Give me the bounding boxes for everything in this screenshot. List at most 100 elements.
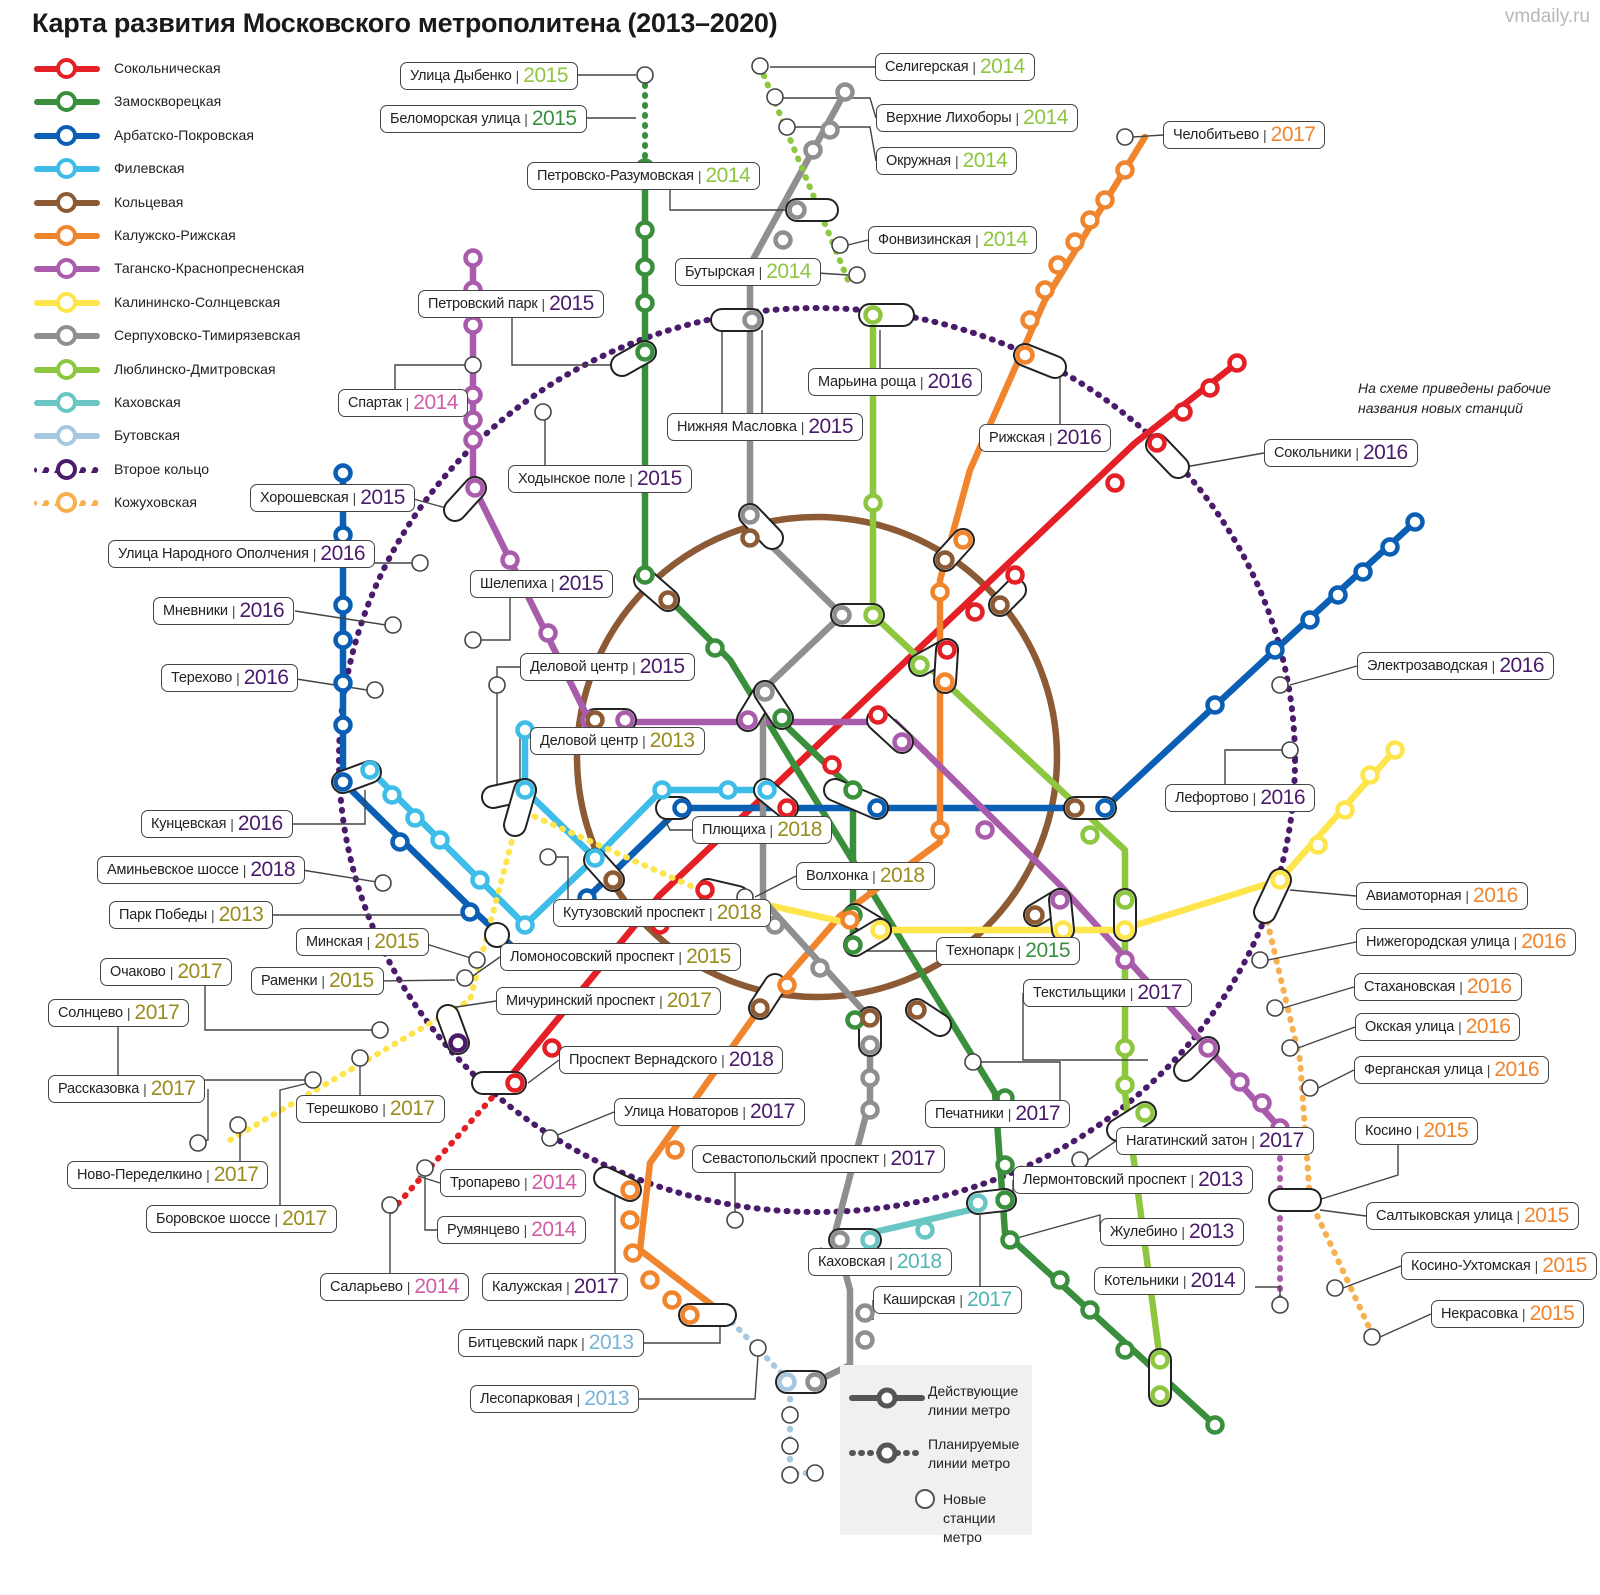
station-label: Ферганская улица|2016 — [1354, 1056, 1550, 1084]
separator: | — [1181, 1224, 1186, 1240]
kaluzhsko-planned-line — [1122, 134, 1148, 173]
legend-station-icon — [56, 492, 77, 514]
station-icon — [845, 1010, 865, 1030]
opening-year: 2014 — [982, 228, 1028, 251]
station-name: Челобитьево — [1173, 127, 1260, 143]
opening-year: 2017 — [282, 1207, 327, 1230]
opening-year: 2017 — [1270, 123, 1316, 146]
station-icon — [390, 832, 410, 852]
station-icon — [820, 120, 840, 140]
separator: | — [406, 1279, 411, 1295]
station-icon — [990, 595, 1010, 615]
station-name: Кутузовский проспект — [563, 905, 705, 921]
station-name: Ломоносовский проспект — [510, 949, 675, 965]
station-name: Калужская — [492, 1279, 563, 1295]
opening-year: 2015 — [637, 467, 682, 490]
station-icon — [1147, 433, 1167, 453]
label-connector — [669, 190, 785, 211]
station-name: Петровско-Разумовская — [537, 168, 694, 184]
station-icon — [623, 1243, 643, 1263]
new-station-icon — [488, 676, 506, 694]
legend-station-icon — [56, 124, 77, 146]
new-station-icon — [371, 1021, 389, 1039]
station-icon — [1050, 890, 1070, 910]
station-name: Верхние Лихоборы — [886, 110, 1012, 126]
opening-year: 2014 — [1190, 1269, 1236, 1292]
station-label: Рижская|2016 — [979, 424, 1112, 452]
station-label: Каховская|2018 — [808, 1248, 952, 1276]
separator: | — [143, 1081, 147, 1097]
station-icon — [860, 1008, 880, 1028]
station-name: Мневники — [163, 603, 228, 619]
label-connector — [783, 97, 877, 119]
separator: | — [1534, 1258, 1539, 1274]
station-name: Сокольники — [1274, 445, 1352, 461]
station-icon — [855, 1303, 875, 1323]
opening-year: 2016 — [1260, 786, 1306, 809]
legend-label: Арбатско-Покровская — [114, 126, 254, 143]
station-icon — [1270, 870, 1290, 890]
opening-year: 2013 — [584, 1387, 630, 1410]
station-icon — [463, 430, 483, 450]
legend-label: Люблинско-Дмитровская — [114, 360, 276, 377]
station-icon — [658, 590, 678, 610]
opening-year: 2016 — [1473, 884, 1518, 907]
station-name: Улица Народного Ополчения — [118, 546, 309, 562]
station-icon — [1005, 565, 1025, 585]
separator: | — [230, 816, 234, 832]
separator: | — [1007, 1106, 1012, 1122]
station-icon — [937, 640, 957, 660]
station-icon — [930, 820, 950, 840]
opening-year: 2013 — [649, 729, 695, 752]
station-icon — [615, 710, 635, 730]
station-icon — [603, 870, 623, 890]
new-station-icon — [381, 1196, 399, 1214]
new-station-icon — [366, 681, 384, 699]
opening-year: 2017 — [750, 1100, 795, 1123]
opening-year: 2017 — [389, 1097, 435, 1120]
legend-new-stations: Новые станции метро — [943, 1491, 996, 1545]
new-station-icon — [1116, 128, 1134, 146]
station-icon — [1200, 378, 1220, 398]
station-icon — [1353, 562, 1373, 582]
station-label: Бутырская|2014 — [675, 258, 821, 286]
station-name: Ново-Переделкино — [77, 1167, 203, 1183]
koltsevaya-line — [573, 513, 1061, 1001]
opening-year: 2018 — [728, 1048, 774, 1071]
station-label: Севастопольский проспект|2017 — [692, 1145, 946, 1173]
station-name: Каширская — [883, 1292, 956, 1308]
station-name: Спартак — [348, 395, 402, 411]
station-icon — [1300, 610, 1320, 630]
station-icon — [772, 708, 792, 728]
station-name: Электрозаводская — [1367, 658, 1488, 674]
station-icon — [935, 672, 955, 692]
station-icon — [868, 705, 888, 725]
station-label: Жулебино|2013 — [1100, 1218, 1244, 1246]
new-station-icon — [964, 1053, 982, 1071]
station-name: Салтыковская улица — [1376, 1208, 1513, 1224]
opening-year: 2017 — [1259, 1129, 1304, 1152]
separator: | — [242, 862, 247, 878]
station-label: Румянцево|2014 — [437, 1216, 586, 1244]
station-icon — [695, 880, 715, 900]
opening-year: 2018 — [896, 1250, 942, 1273]
station-icon — [1065, 232, 1085, 252]
new-station-icon — [374, 874, 392, 892]
legend-station-icon — [56, 258, 77, 280]
new-station-icon — [781, 1406, 799, 1424]
separator: | — [959, 1292, 963, 1308]
separator: | — [274, 1211, 279, 1227]
station-name: Фонвизинская — [878, 232, 972, 248]
separator: | — [758, 264, 763, 280]
station-icon — [907, 1000, 927, 1020]
station-icon — [1095, 190, 1115, 210]
station-icon — [1335, 800, 1355, 820]
station-icon — [1025, 905, 1045, 925]
station-name: Рижская — [989, 430, 1045, 446]
station-name: Терешково — [306, 1101, 379, 1117]
station-icon — [1080, 825, 1100, 845]
label-connector — [496, 666, 520, 790]
station-label: Солнцево|2017 — [48, 999, 190, 1027]
station-label: Сокольники|2016 — [1264, 439, 1418, 467]
new-station-icon — [464, 631, 482, 649]
